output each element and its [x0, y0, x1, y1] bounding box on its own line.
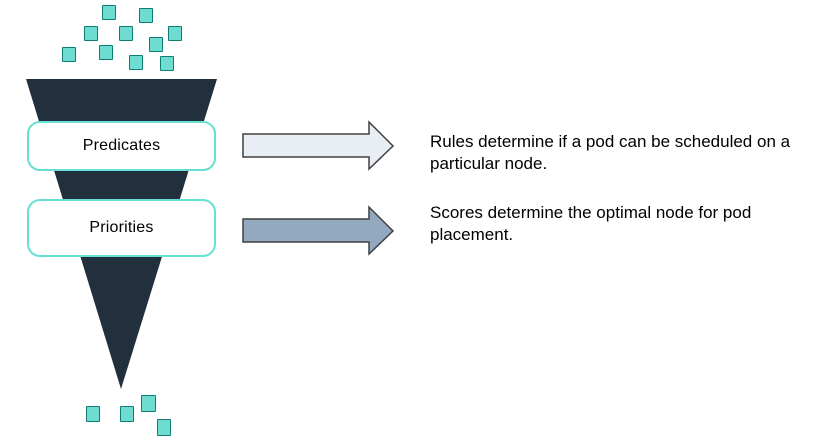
- pod-square-icon: [149, 37, 163, 52]
- predicates-description-line-2: particular node.: [430, 154, 548, 173]
- pod-square-icon: [129, 55, 143, 70]
- priorities-description-line-1: Scores determine the optimal node for po…: [430, 203, 752, 222]
- predicates-description: Rules determine if a pod can be schedule…: [430, 131, 790, 175]
- stage-box-priorities: Priorities: [27, 199, 216, 257]
- priorities-arrow-icon: [242, 205, 395, 256]
- pod-square-icon: [168, 26, 182, 41]
- pod-square-icon: [99, 45, 113, 60]
- priorities-description: Scores determine the optimal node for po…: [430, 202, 751, 246]
- stage-label-predicates: Predicates: [82, 137, 161, 154]
- pod-square-icon: [84, 26, 98, 41]
- pod-square-icon: [157, 419, 171, 436]
- priorities-description-line-2: placement.: [430, 225, 514, 244]
- pod-square-icon: [120, 406, 134, 422]
- pod-square-icon: [160, 56, 174, 71]
- pod-square-icon: [102, 5, 116, 20]
- pod-square-icon: [86, 406, 100, 422]
- stage-label-priorities: Priorities: [89, 219, 154, 236]
- pod-square-icon: [141, 395, 156, 412]
- predicates-arrow-icon: [242, 120, 395, 171]
- pod-square-icon: [139, 8, 153, 23]
- predicates-description-line-1: Rules determine if a pod can be schedule…: [430, 132, 791, 151]
- pod-square-icon: [119, 26, 133, 41]
- stage-box-predicates: Predicates: [27, 121, 216, 171]
- pod-square-icon: [62, 47, 76, 62]
